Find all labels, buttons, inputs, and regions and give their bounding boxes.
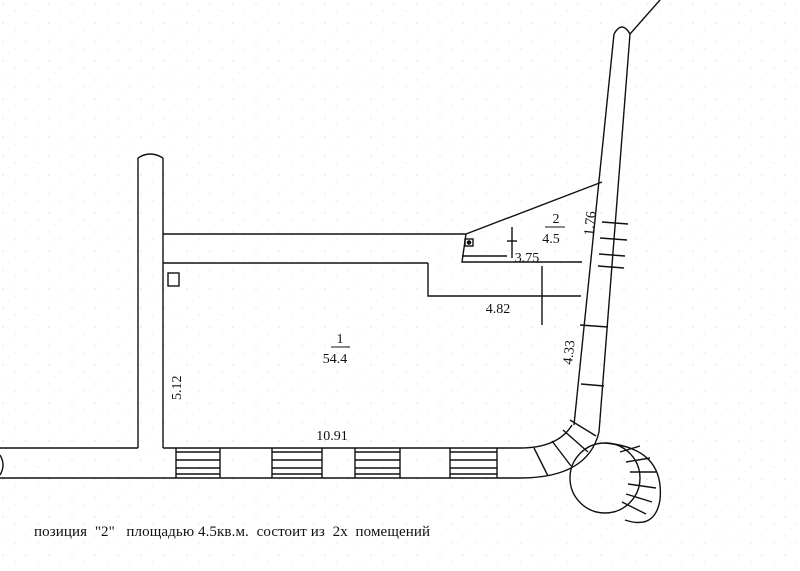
window-4 xyxy=(450,451,497,475)
dim-room2-height: 1.76 xyxy=(582,210,599,236)
left-edge-fragment xyxy=(0,454,4,476)
left-wall-break xyxy=(137,153,164,159)
room2-upper-wall xyxy=(465,181,603,235)
plan-caption: позиция "2" площадью 4.5кв.м. состоит из… xyxy=(34,524,431,540)
corridor-ticks-lower xyxy=(579,324,609,387)
room1-number: 1 xyxy=(337,332,344,347)
dim-room1-height: 5.12 xyxy=(170,376,185,401)
walls xyxy=(0,0,662,524)
corridor-ticks-upper xyxy=(597,221,629,269)
dim-corridor-length: 4.33 xyxy=(561,339,578,365)
corridor-break xyxy=(613,26,631,35)
bottom-wall-inner xyxy=(163,424,573,449)
window-1 xyxy=(176,451,220,475)
dim-room2-width: 3.75 xyxy=(515,251,540,266)
dim-step-width: 4.82 xyxy=(486,302,511,317)
curve-ticks xyxy=(533,419,597,477)
room2-area: 4.5 xyxy=(542,232,560,247)
step-wall xyxy=(427,263,581,297)
room2-number: 2 xyxy=(553,212,560,227)
room1-area: 54.4 xyxy=(323,352,348,367)
dim-room1-width: 10.91 xyxy=(316,429,348,444)
spiral-steps xyxy=(619,445,657,515)
room2-fixture xyxy=(464,238,474,247)
window-2 xyxy=(272,451,322,475)
bottom-wall-outer xyxy=(0,431,600,479)
corridor-left-edge xyxy=(573,33,615,426)
left-wall xyxy=(137,158,164,448)
window-3 xyxy=(355,451,400,475)
fixture-box xyxy=(167,272,180,287)
